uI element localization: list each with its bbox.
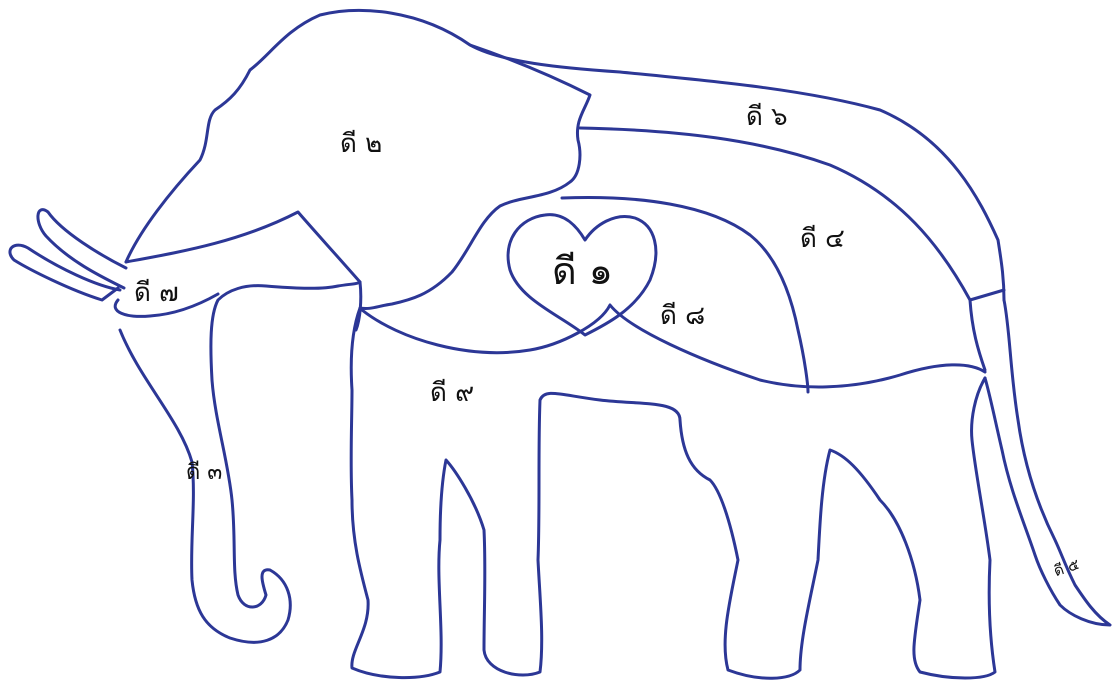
label-di-3: ดี ๓ <box>186 462 222 484</box>
label-di-6: ดี ๖ <box>746 104 788 130</box>
lower-tusk-outline <box>10 245 218 316</box>
label-di-4: ดี ๔ <box>800 226 845 252</box>
outline-group <box>10 10 1110 678</box>
label-di-7: ดี ๗ <box>134 280 179 306</box>
tail-outline <box>985 300 1110 625</box>
label-di-2: ดี ๒ <box>340 131 382 157</box>
head-lower-curve <box>126 212 361 330</box>
trunk-outline <box>120 282 360 642</box>
back-band-divider <box>580 128 985 370</box>
tail-base-divider <box>970 290 1004 300</box>
front-legs-outline <box>351 308 995 678</box>
label-di-1: ดี ๑ <box>552 252 613 290</box>
label-di-8: ดี ๘ <box>660 303 705 329</box>
label-di-9: ดี ๙ <box>430 380 474 406</box>
